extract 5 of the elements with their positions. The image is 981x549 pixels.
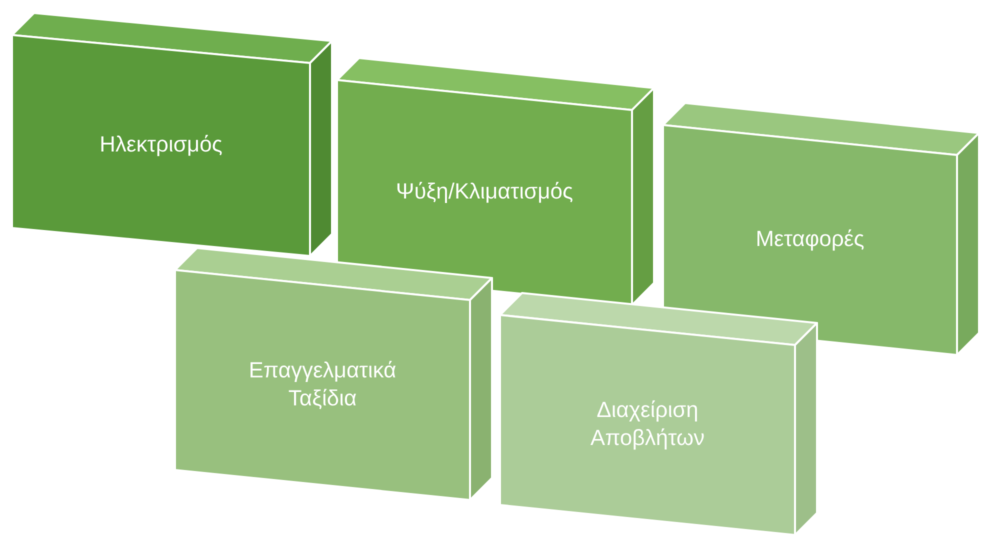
box: Ηλεκτρισμός bbox=[11, 12, 333, 257]
box: Μεταφορές bbox=[662, 102, 980, 356]
box: Επαγγελματικά Ταξίδια bbox=[174, 247, 493, 501]
box: Ψύξη/Κλιματισμός bbox=[336, 57, 655, 306]
box: Διαχείριση Αποβλήτων bbox=[499, 292, 818, 536]
